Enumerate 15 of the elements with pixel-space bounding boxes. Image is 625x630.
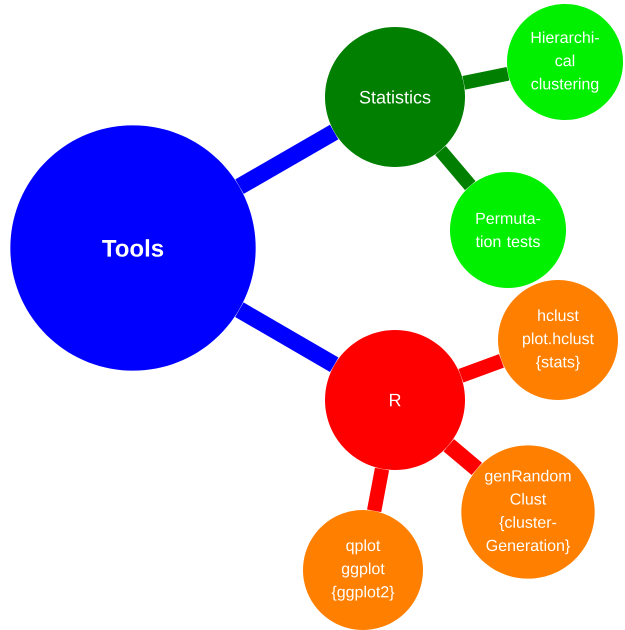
- connector: [458, 354, 504, 382]
- connector: [235, 124, 338, 194]
- circle-node: R: [325, 330, 465, 470]
- connector: [444, 439, 482, 476]
- circle-node: hclust plot.hclust {stats}: [498, 280, 618, 400]
- connector: [435, 146, 476, 190]
- circle-node: qplot ggplot {ggplot2}: [303, 510, 423, 630]
- circle-node: Permuta- tion tests: [450, 172, 566, 288]
- circle-node: Tools: [10, 125, 256, 371]
- circle-node: Hierarchi- cal clustering: [507, 4, 623, 120]
- circle-node: Statistics: [325, 27, 465, 167]
- circle-node: genRandom Clust {cluster- Generation}: [461, 445, 595, 579]
- connector: [235, 302, 338, 372]
- connector: [462, 66, 510, 90]
- connector: [367, 468, 390, 512]
